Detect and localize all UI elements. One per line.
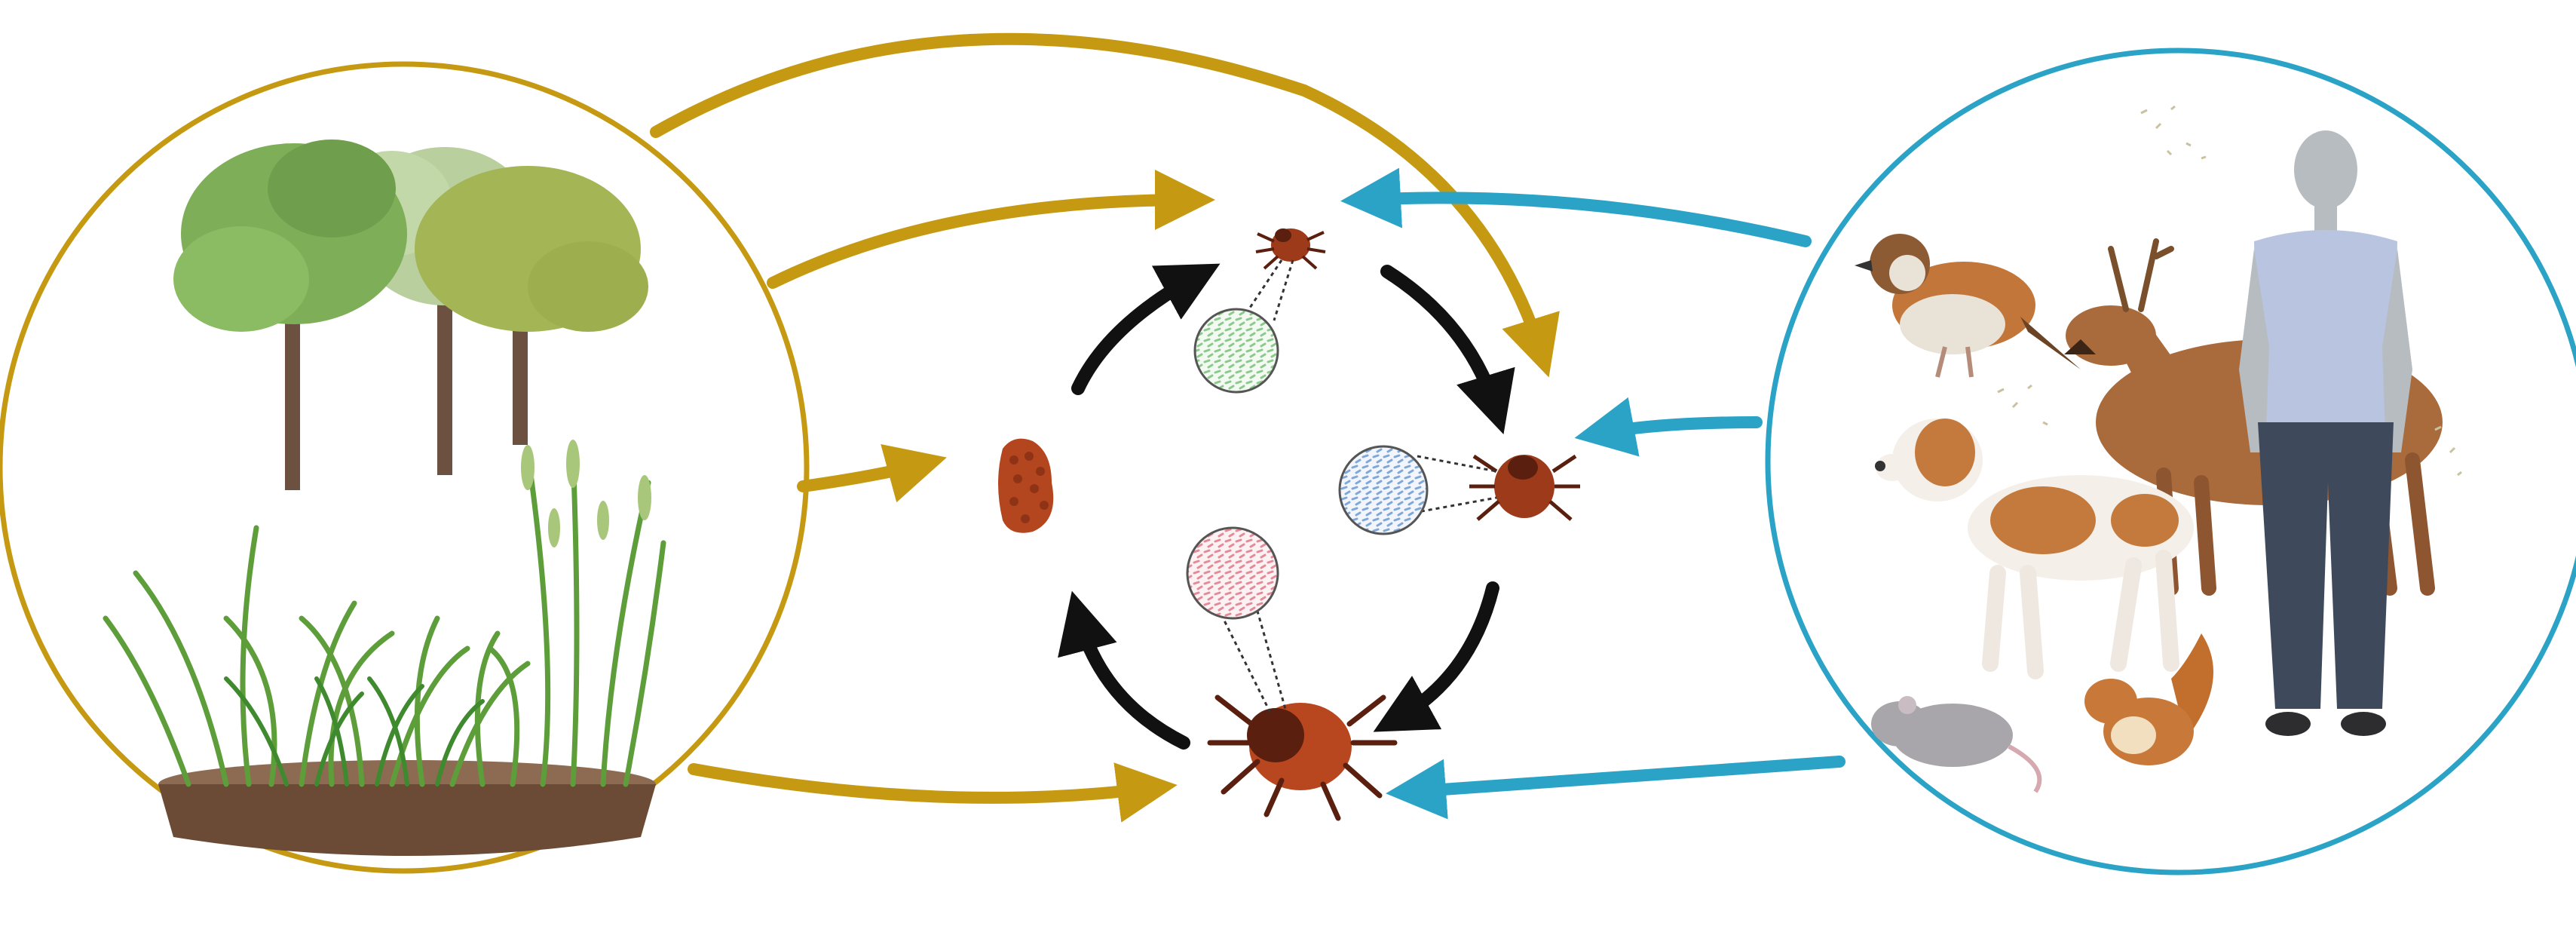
arrow-hosts-to-nymph: [1574, 397, 1763, 457]
arrow-environment-to-eggs: [797, 444, 947, 503]
arrow-environment-to-larva: [767, 170, 1215, 289]
sparrow-icon: [1855, 234, 2081, 378]
arrow-nymph-to-adult: [1373, 581, 1499, 732]
fly-icon: [1997, 105, 2462, 477]
tree-icon: [415, 166, 648, 445]
grass-icon: [521, 440, 651, 547]
dog-icon: [1875, 419, 2194, 679]
lifecycle-arrows: [1058, 263, 1515, 750]
arrow-adult-to-eggs: [1058, 590, 1190, 750]
arrow-larva-to-nymph: [1380, 265, 1515, 434]
pathogen-link: [1413, 455, 1497, 514]
pathogen-link: [1242, 259, 1294, 321]
arrow-eggs-to-larva: [1071, 263, 1221, 395]
larva-icon: [1255, 228, 1326, 270]
eggs-icon: [998, 438, 1054, 533]
arrow-hosts-to-larva: [1340, 167, 1812, 247]
bacteria-icon: [1186, 526, 1279, 620]
host-arrows: [1340, 167, 1845, 820]
mouse-icon: [1871, 696, 2042, 793]
grass-icon: [224, 676, 485, 786]
arrow-hosts-to-adult: [1386, 756, 1845, 820]
nymph-icon: [1469, 454, 1580, 521]
pathogen-link: [1220, 603, 1287, 713]
squirrel-icon: [2084, 633, 2213, 765]
bacteria-icon: [1193, 308, 1279, 394]
environment-panel: [0, 61, 810, 874]
human-icon: [2239, 130, 2412, 736]
hosts-panel: [1765, 48, 2576, 875]
arrow-environment-to-adult: [688, 762, 1178, 823]
tree-icon: [173, 140, 407, 490]
environment-arrows: [650, 32, 1560, 823]
arrow-environment-to-nymph: [650, 32, 1560, 378]
bacteria-icon: [1338, 445, 1429, 535]
adult-tick-icon: [1207, 694, 1398, 821]
